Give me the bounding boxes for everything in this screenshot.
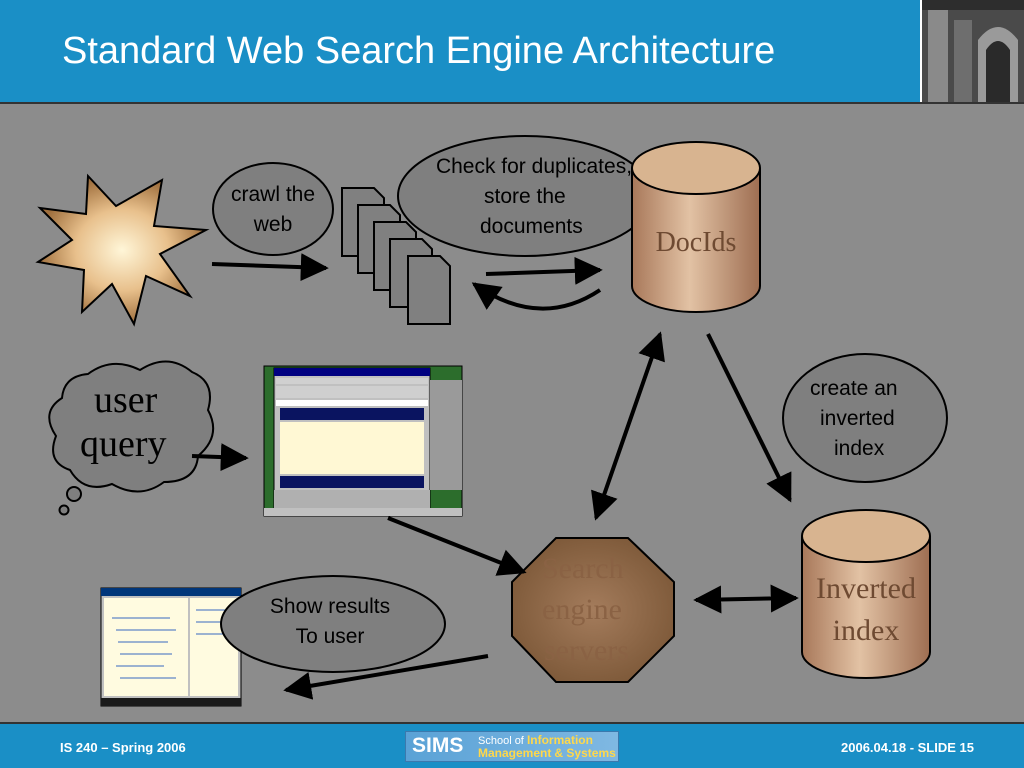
inverted-index-line-2: index (832, 614, 900, 647)
results-screenshot (100, 587, 242, 707)
arrow-docids-back-to-docs (471, 282, 602, 311)
inverted-index-line-1: Inverted (816, 572, 916, 605)
building-photo (920, 0, 1024, 102)
building-photo-image (922, 0, 1024, 102)
arrow-docs-to-docids (485, 256, 603, 285)
sims-logo-sub-1: School of (478, 735, 524, 747)
page-title: Standard Web Search Engine Architecture (62, 30, 776, 72)
check-line-2: store the (484, 185, 566, 208)
sims-logo-sub-4: & Systems (554, 746, 616, 760)
show-results-line-1: Show results (269, 595, 391, 618)
docids-cylinder (631, 141, 761, 313)
crawl-ellipse (212, 162, 334, 256)
sims-logo-sub-3: Management (478, 746, 552, 760)
arrow-query-to-browser (191, 443, 249, 472)
web-starburst-icon (35, 173, 210, 327)
user-query-line-1: user (94, 379, 158, 421)
inverted-index-cylinder (801, 509, 931, 679)
document-stack-icon (341, 187, 451, 325)
arrow-browser-to-servers (387, 516, 527, 576)
search-servers-octagon (511, 537, 675, 683)
user-query-label: user query (56, 378, 206, 466)
arrow-servers-index (693, 584, 799, 614)
create-index-line-1: create an (810, 377, 898, 400)
arrow-docids-servers (591, 331, 665, 521)
browser-screenshot (263, 365, 463, 517)
docids-label: DocIds (655, 227, 737, 258)
show-results-ellipse (220, 575, 446, 673)
sims-logo-sub-2: Information (526, 733, 593, 747)
show-results-line-2: To user (295, 625, 365, 648)
show-results-label: Show results To user (230, 592, 430, 652)
search-servers-line-3: servers (544, 634, 629, 667)
create-index-ellipse (782, 353, 948, 483)
arrow-star-to-docs (211, 253, 329, 282)
check-line-3: documents (480, 215, 583, 238)
user-query-line-2: query (80, 423, 167, 465)
crawl-text: crawl the web (230, 183, 316, 236)
footer-slide-number: 2006.04.18 - SLIDE 15 (841, 740, 974, 755)
create-index-line-3: index (834, 437, 885, 460)
create-index-label: create an inverted index (790, 374, 940, 464)
search-servers-label: Search engine servers (512, 548, 674, 671)
inverted-index-label: Inverted index (800, 568, 932, 652)
sims-logo-main: SIMS (412, 734, 464, 757)
arrow-servers-to-results (283, 654, 489, 700)
search-servers-line-1: Search (542, 552, 624, 585)
footer-course: IS 240 – Spring 2006 (60, 740, 186, 755)
check-line-1: Check for duplicates, (435, 155, 633, 178)
user-query-cloud (48, 360, 215, 516)
sims-logo: SIMS School of Information Management & … (405, 731, 619, 762)
sims-logo-sub: School of Information Management & Syste… (478, 734, 616, 760)
arrow-docids-to-index (706, 333, 792, 503)
crawl-label: crawl the web (213, 180, 333, 240)
search-servers-line-2: engine (542, 593, 622, 626)
check-duplicates-label: Check for duplicates, store the document… (404, 152, 664, 242)
title-bar: Standard Web Search Engine Architecture (0, 0, 1024, 102)
create-index-line-2: inverted (820, 407, 895, 430)
